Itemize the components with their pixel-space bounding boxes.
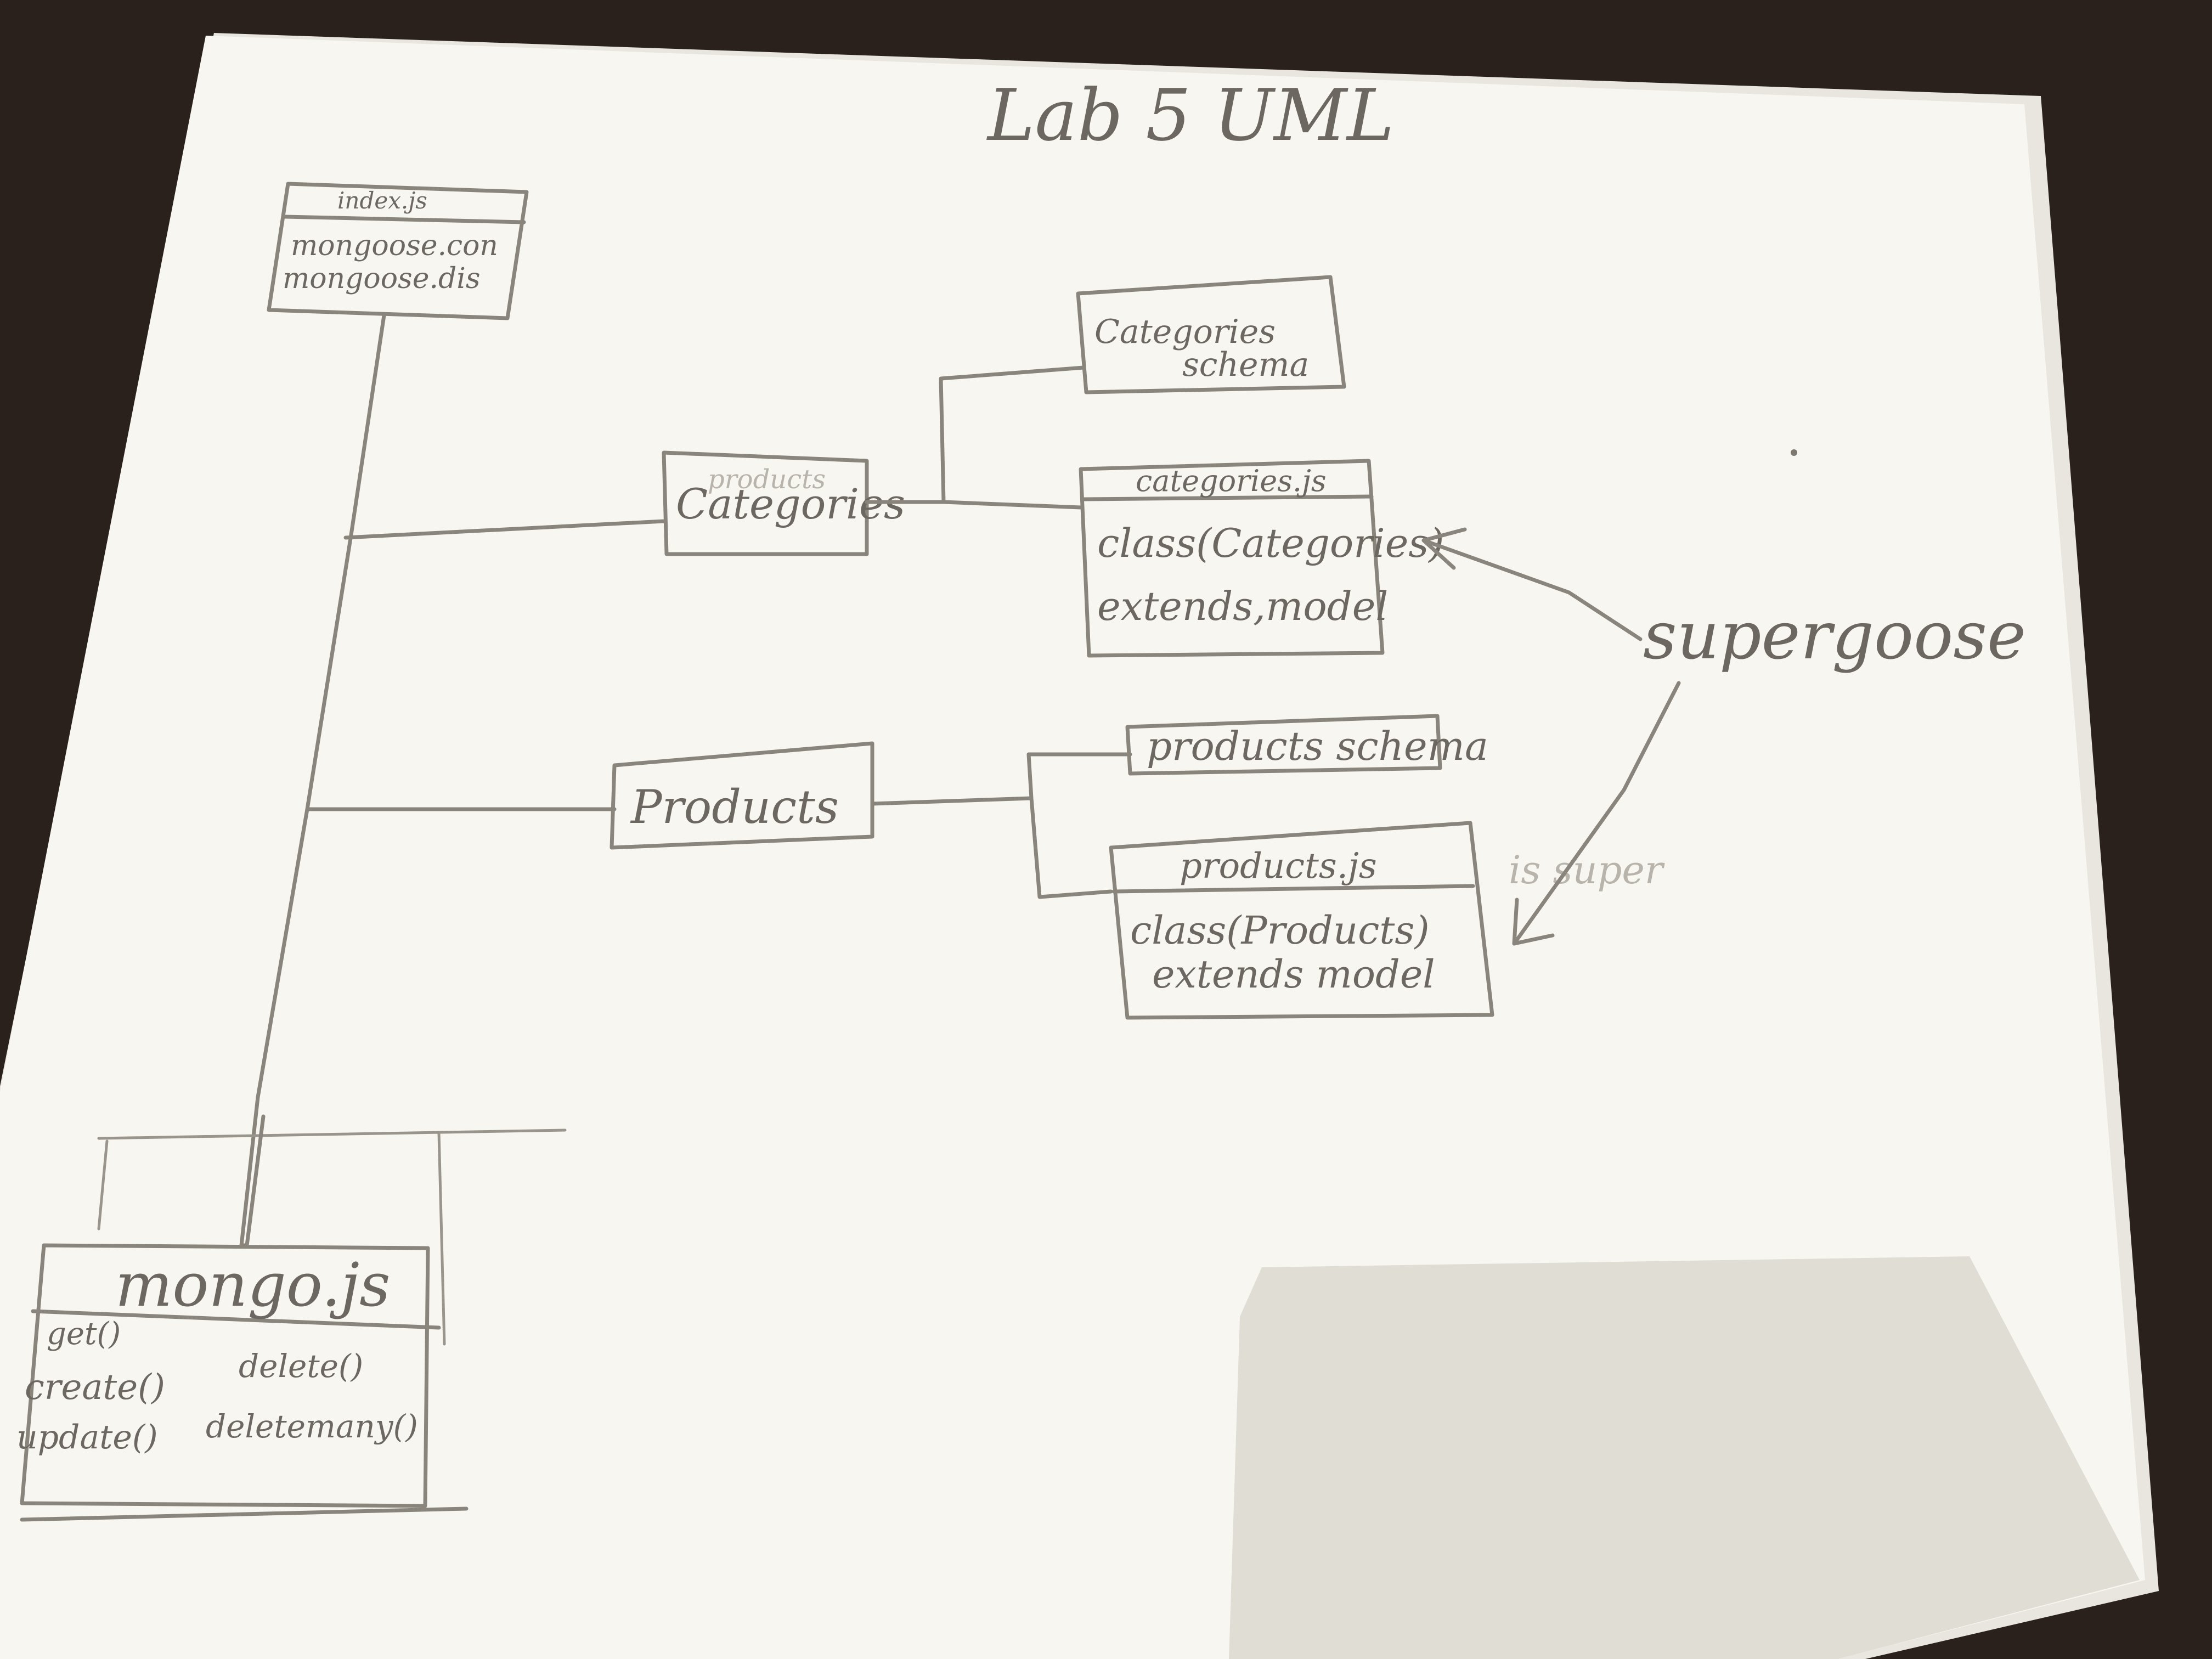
products-schema-box: products schema [1125, 714, 1488, 776]
pencil-speck [1791, 449, 1797, 456]
mongo-method-right: deletemany() [206, 1408, 418, 1445]
paper-sheet [0, 36, 2145, 1659]
diagram-title: Lab 5 UML [986, 74, 1394, 157]
categories-middle-overwritten: products [708, 464, 826, 495]
products-middle-box: Products [610, 741, 874, 850]
products-js-member: extends model [1152, 952, 1435, 997]
paper-shadow [1229, 1256, 2140, 1659]
supergoose-label: supergoose [1643, 598, 2026, 674]
categories-schema-box: Categories schema [1076, 275, 1346, 394]
mongo-method-left: get() [47, 1316, 121, 1352]
arrowhead-products [1512, 898, 1555, 946]
arrow-supergoose-to-categories [1421, 538, 1643, 641]
mongo-method-right: delete() [239, 1347, 363, 1385]
connector-to-categories [343, 519, 666, 540]
arrow-supergoose-to-products [1512, 681, 1681, 946]
products-js-header: products.js [1180, 846, 1377, 887]
categories-js-member: extends,model [1097, 583, 1388, 629]
index-js-member: mongoose.con [291, 229, 498, 262]
index-js-box: index.js mongoose.con mongoose.dis [267, 182, 529, 320]
mongo-method-left: create() [25, 1367, 165, 1408]
products-middle-label: Products [630, 780, 839, 834]
connector-products-fork [870, 752, 1132, 899]
mongo-method-left: update() [16, 1418, 158, 1457]
supergoose-erased-note: is super [1509, 848, 1665, 893]
index-js-header: index.js [337, 187, 427, 214]
arrowhead-categories [1421, 527, 1467, 570]
products-js-member: class(Products) [1130, 908, 1430, 953]
categories-schema-line2: schema [1182, 346, 1309, 384]
mongo-js-box: mongo.js get() create() update() delete(… [16, 1114, 567, 1522]
categories-js-box: categories.js class(Categories) extends,… [1079, 459, 1444, 658]
categories-schema-line1: Categories [1094, 313, 1276, 351]
products-schema-label: products schema [1147, 723, 1488, 769]
mongo-js-header: mongo.js [115, 1250, 391, 1320]
products-js-box: products.js class(Products) extends mode… [1109, 821, 1494, 1020]
index-js-member: mongoose.dis [283, 262, 481, 295]
categories-js-header: categories.js [1136, 464, 1327, 498]
connector-categories-fork [865, 365, 1086, 510]
categories-js-member: class(Categories) [1097, 520, 1444, 566]
